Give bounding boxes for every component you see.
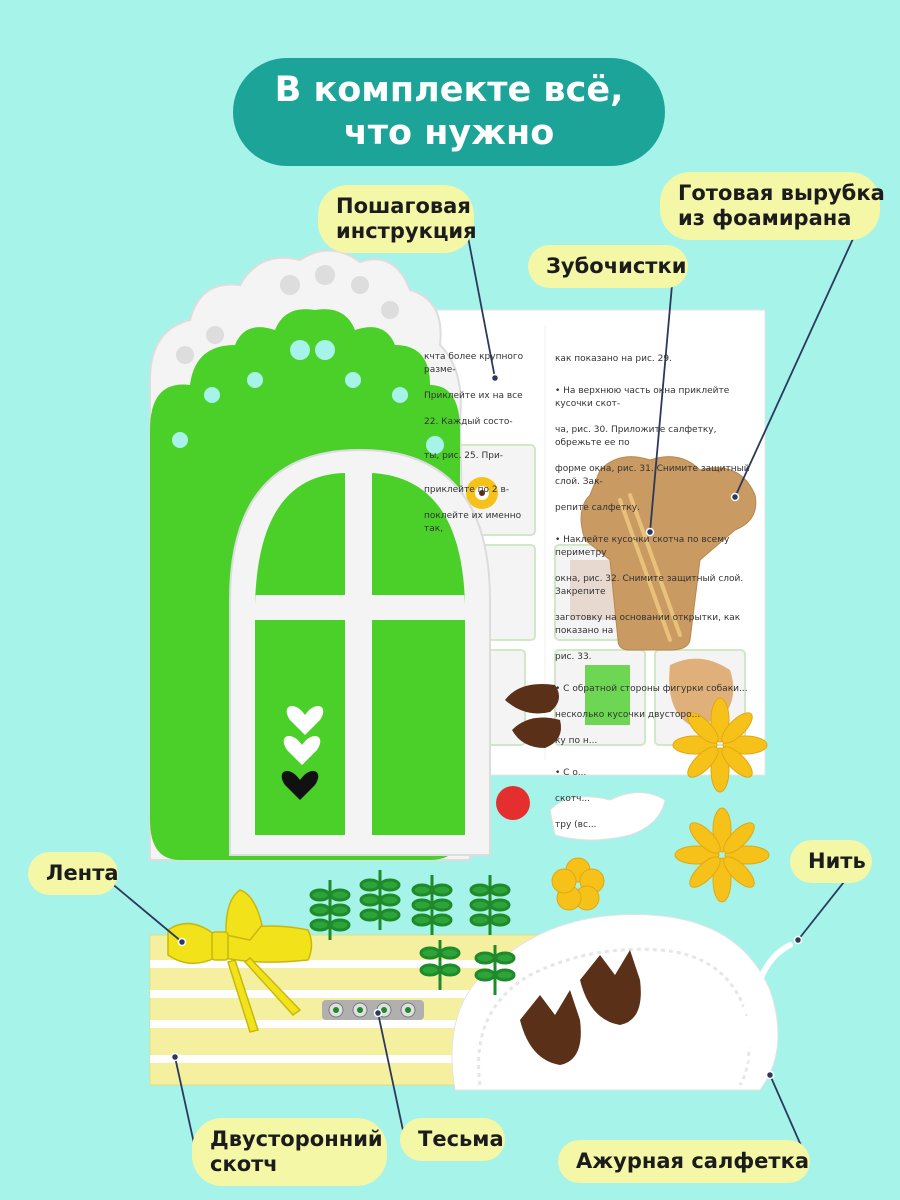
brown-foam-pieces <box>505 684 561 748</box>
toothpicks <box>618 493 682 642</box>
instruction-text-line: ты, рис. 25. При- <box>424 451 504 461</box>
rhinestone-braid <box>322 1000 424 1020</box>
instruction-text-line: 22. Каждый состо- <box>424 417 513 427</box>
instruction-text-line: заготовку на основании открытки, как пок… <box>555 613 741 636</box>
white-thread <box>667 942 793 1068</box>
brown-foam-tulips <box>520 950 641 1065</box>
instruction-text-line: приклейте по 2 в- <box>424 485 510 495</box>
instruction-text-line: • На верхнюю часть окна приклейте кусочк… <box>555 386 730 409</box>
label-foam-cutout-line-2: из фоамирана <box>678 206 852 230</box>
label-foam-cutout: Готовая вырубка из фоамирана <box>660 172 885 240</box>
instruction-text-line: рис. 33. <box>555 652 592 662</box>
instruction-text-line: ку по н... <box>555 736 598 746</box>
label-double-tape-line-2: скотч <box>210 1152 278 1176</box>
label-toothpicks: Зубочистки <box>528 245 688 288</box>
label-thread: Нить <box>790 840 872 883</box>
instruction-right-column: как показано на рис. 29. • На верхнюю ча… <box>555 340 760 845</box>
label-braid: Тесьма <box>400 1118 505 1161</box>
instruction-text-line: Приклейте их на все <box>424 391 523 401</box>
instruction-text-line: кчта более крупного разме- <box>424 352 524 375</box>
yellow-foam-flowers <box>551 697 770 911</box>
white-foam-wings <box>549 792 666 841</box>
instruction-text-line: репите салфетку. <box>555 503 640 513</box>
label-instruction: Пошаговая инструкция <box>318 185 477 253</box>
instruction-text-line: • С о... <box>555 768 587 778</box>
instruction-left-column: кчта более крупного разме- Приклейте их … <box>424 338 536 549</box>
instruction-text-line: • Наклейте кусочки скотча по всему перим… <box>555 535 730 558</box>
instruction-text-line: поклейте их именно так, <box>424 511 522 534</box>
instruction-text-line: тру (вс... <box>555 820 597 830</box>
glitter-green-leaves <box>309 870 516 995</box>
yellow-ribbon-bow <box>167 889 313 1033</box>
instruction-text-line: ча, рис. 30. Приложите салфетку, обрежьт… <box>555 425 717 448</box>
instruction-text-line: скотч... <box>555 794 591 804</box>
red-foam-circle <box>496 786 530 820</box>
foam-hearts <box>281 705 324 800</box>
label-double-tape-line-1: Двусторонний <box>210 1127 383 1151</box>
label-ribbon: Лента <box>28 852 119 895</box>
title-line-2: что нужно <box>343 113 555 153</box>
instruction-text-line: • С обратной стороны фигурки собаки... <box>555 684 748 694</box>
instruction-text-line: форме окна, рис. 31. Снимите защитный сл… <box>555 464 750 487</box>
label-foam-cutout-line-1: Готовая вырубка <box>678 181 885 205</box>
instruction-text-line: окна, рис. 32. Снимите защитный слой. За… <box>555 574 744 597</box>
label-doily: Ажурная салфетка <box>558 1140 810 1183</box>
instruction-text-line: как показано на рис. 29. <box>555 354 672 364</box>
title-line-1: В комплекте всё, <box>274 70 624 110</box>
callout-lines <box>109 229 858 1151</box>
label-instruction-line-2: инструкция <box>336 219 477 243</box>
label-double-tape: Двусторонний скотч <box>192 1118 387 1186</box>
instruction-text-line: несколько кусочки двусторо... <box>555 710 701 720</box>
label-instruction-line-1: Пошаговая <box>336 194 471 218</box>
title-banner: В комплекте всё, что нужно <box>233 58 665 166</box>
